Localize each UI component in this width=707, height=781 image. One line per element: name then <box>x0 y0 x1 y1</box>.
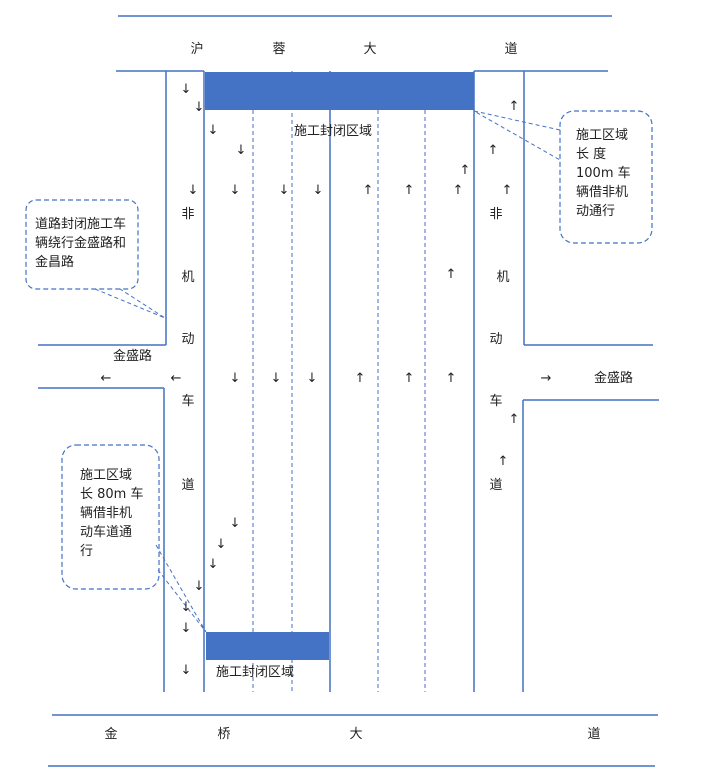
arrow-up: ↑ <box>354 371 366 386</box>
note-left-bottom-text: 施工区域长 80m 车辆借非机动车道通行 <box>80 468 144 559</box>
arrow-down: ↓ <box>278 183 290 198</box>
arrow-up: ↑ <box>508 412 520 427</box>
arrow-left: ← <box>100 371 112 386</box>
arrow-down: ↓ <box>193 579 205 594</box>
left-bike-lane-char-3: 动 <box>181 332 195 347</box>
arrow-down: ↓ <box>229 371 241 386</box>
top-work-zone <box>205 72 474 110</box>
right-bike-lane-char-3: 动 <box>489 332 503 347</box>
arrow-right: → <box>540 371 552 386</box>
top-road-char-3: 大 <box>363 42 377 57</box>
arrow-up: ↑ <box>445 267 457 282</box>
arrow-up: ↑ <box>459 163 471 178</box>
arrow-up: ↑ <box>501 183 513 198</box>
arrow-up: ↑ <box>452 183 464 198</box>
arrow-down: ↓ <box>193 100 205 115</box>
arrow-down: ↓ <box>180 600 192 615</box>
arrow-up: ↑ <box>403 183 415 198</box>
note-right-top-pointer <box>473 110 561 161</box>
note-left-bottom-pointer <box>155 544 207 633</box>
arrow-down: ↓ <box>306 371 318 386</box>
top-road-char-4: 道 <box>504 42 518 57</box>
arrow-down: ↓ <box>229 183 241 198</box>
bottom-road-char-2: 桥 <box>217 727 231 742</box>
top-road-char-1: 沪 <box>190 42 204 57</box>
arrow-down: ↓ <box>207 123 219 138</box>
note-right-top-box <box>559 110 653 244</box>
note-left-box <box>25 199 139 290</box>
right-bike-lane-char-5: 道 <box>489 478 503 493</box>
bottom-work-zone-label: 施工封闭区域 <box>216 665 295 680</box>
note-left-bottom-box <box>61 444 160 590</box>
left-bike-lane-char-1: 非 <box>181 207 195 222</box>
side-road-right-name: 金盛路 <box>594 371 634 386</box>
right-bike-lane-char-2: 机 <box>496 270 510 285</box>
right-bike-lane-char-4: 车 <box>489 394 503 409</box>
arrow-up: ↑ <box>403 371 415 386</box>
bottom-work-zone <box>206 632 329 660</box>
arrow-down: ↓ <box>215 537 227 552</box>
arrow-down: ↓ <box>180 663 192 678</box>
left-bike-lane-char-5: 道 <box>181 478 195 493</box>
arrow-down: ↓ <box>180 82 192 97</box>
arrow-left: ← <box>170 371 182 386</box>
arrow-down: ↓ <box>270 371 282 386</box>
note-left-pointer <box>94 288 166 319</box>
arrow-up: ↑ <box>362 183 374 198</box>
arrow-up: ↑ <box>445 371 457 386</box>
top-work-zone-label: 施工封闭区域 <box>294 124 373 139</box>
top-road-char-2: 蓉 <box>272 42 286 57</box>
side-road-left-name: 金盛路 <box>113 349 153 364</box>
right-bike-lane-char-1: 非 <box>489 207 503 222</box>
bottom-road-char-4: 道 <box>587 727 601 742</box>
left-bike-lane-char-4: 车 <box>181 394 195 409</box>
note-right-top-text: 施工区域长 度 100m 车辆借非机动通行 <box>576 128 631 219</box>
bottom-road-char-1: 金 <box>104 727 118 742</box>
arrow-up: ↑ <box>487 143 499 158</box>
arrow-down: ↓ <box>207 557 219 572</box>
arrow-down: ↓ <box>180 621 192 636</box>
arrow-down: ↓ <box>229 516 241 531</box>
arrow-up: ↑ <box>508 99 520 114</box>
arrow-down: ↓ <box>187 183 199 198</box>
arrow-down: ↓ <box>235 143 247 158</box>
arrow-up: ↑ <box>497 454 509 469</box>
note-left-text: 道路封闭施工车辆绕行金盛路和金昌路 <box>35 217 127 270</box>
left-bike-lane-char-2: 机 <box>181 270 195 285</box>
bottom-road-char-3: 大 <box>349 727 363 742</box>
arrow-down: ↓ <box>312 183 324 198</box>
